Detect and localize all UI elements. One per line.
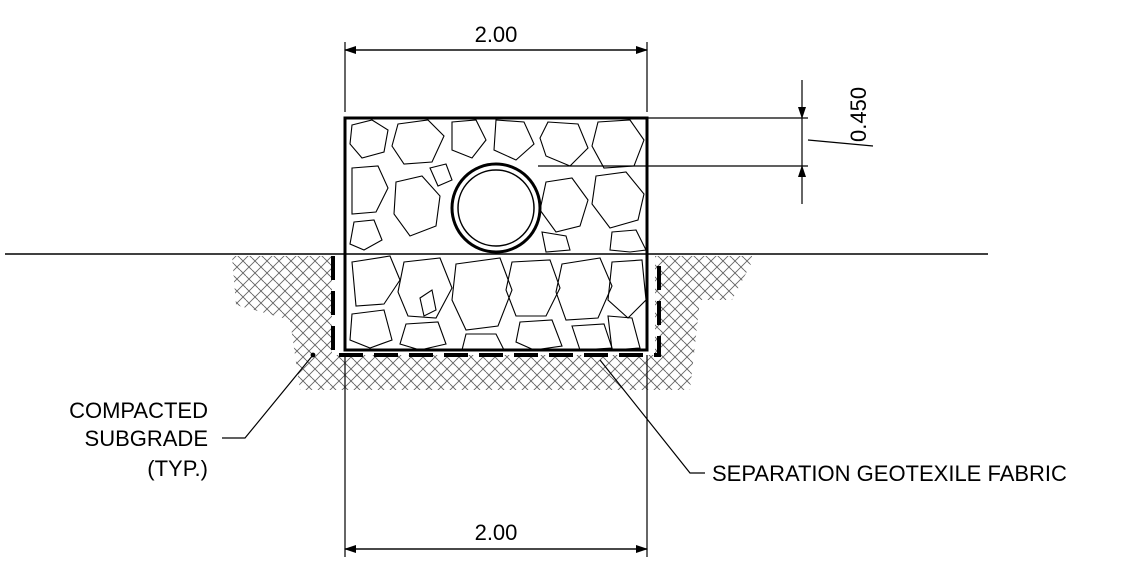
fabric-label: SEPARATION GEOTEXILE FABRIC xyxy=(712,461,1067,486)
subgrade-leader xyxy=(222,352,316,439)
pipe xyxy=(450,162,542,254)
bottom-width-label: 2.00 xyxy=(475,520,518,545)
subgrade-label-line2: SUBGRADE xyxy=(85,426,208,451)
bottom-width-dimension xyxy=(344,355,648,557)
subgrade-label-line1: COMPACTED xyxy=(69,398,208,423)
depth-label: 0.450 xyxy=(846,87,871,142)
aggregate-bed-outline xyxy=(343,116,649,352)
geotextile-fabric xyxy=(331,256,661,357)
top-width-dimension xyxy=(344,42,648,112)
top-width-label: 2.00 xyxy=(475,22,518,47)
aggregate-stones xyxy=(349,119,647,350)
fabric-leader xyxy=(599,359,705,474)
subgrade-label-line3: (TYP.) xyxy=(147,456,208,481)
depth-dimension xyxy=(538,80,874,204)
